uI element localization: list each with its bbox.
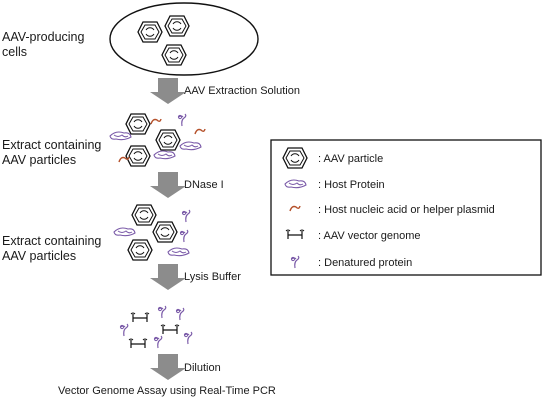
flow-arrows [150,78,186,380]
nucleic-acid-icon [194,128,206,135]
host-protein-icon [167,247,190,257]
denatured-protein-icon [157,305,167,319]
nucleic-acid-icon [150,118,162,125]
svg-text:: AAV vector genome: : AAV vector genome [318,230,421,242]
legend-label-denatured-protein: Denatured protein [324,257,412,269]
step-extraction-solution: AAV Extraction Solution [184,85,300,97]
label-extract-2: Extract containing AAV particles [2,234,102,263]
aav-particle-icon [282,147,308,169]
aav-particle-icon [125,113,151,135]
vector-genome-icon [130,312,150,323]
step-lysis-buffer: Lysis Buffer [184,271,241,283]
svg-text:: AAV particle: : AAV particle [318,153,383,165]
svg-text:: Host Protein: : Host Protein [318,179,385,191]
legend-label-vector-genome: AAV vector genome [324,230,421,242]
step-dilution: Dilution [184,362,221,374]
denatured-protein-icon [181,209,191,223]
step-dnase: DNase I [184,179,224,191]
cells-ellipse [109,2,259,76]
denatured-protein-icon [153,335,163,349]
vector-genome-icon [128,338,148,349]
final-assay-label: Vector Genome Assay using Real-Time PCR [58,385,276,397]
svg-text:: Host nucleic acid or helper: : Host nucleic acid or helper plasmid [318,204,495,216]
aav-particle-icon [161,44,187,66]
host-protein-icon [109,131,132,141]
aav-particle-icon [164,15,190,37]
host-protein-icon [179,141,202,151]
host-protein-icon [153,150,176,160]
denatured-protein-icon [119,323,129,337]
aav-particle-icon [131,204,157,226]
aav-particle-icon [127,239,153,261]
aav-particle-icon [155,129,181,151]
vector-genome-icon [160,324,180,335]
denatured-protein-icon [179,229,189,243]
legend-label-aav-particle: AAV particle [324,153,384,165]
denatured-protein-icon [177,113,187,127]
legend-box [270,139,542,276]
aav-particle-icon [137,21,163,43]
label-cells: AAV-producing cells [2,30,85,59]
legend-label-nucleic-acid: Host nucleic acid or helper plasmid [324,204,495,216]
label-extract-1: Extract containing AAV particles [2,138,102,167]
aav-particle-icon [125,145,151,167]
host-protein-icon [113,227,136,237]
denatured-protein-icon [183,331,193,345]
aav-particle-icon [152,221,178,243]
legend-label-host-protein: Host Protein [324,179,385,191]
denatured-protein-icon [175,307,185,321]
svg-text:: Denatured protein: : Denatured protein [318,257,412,269]
